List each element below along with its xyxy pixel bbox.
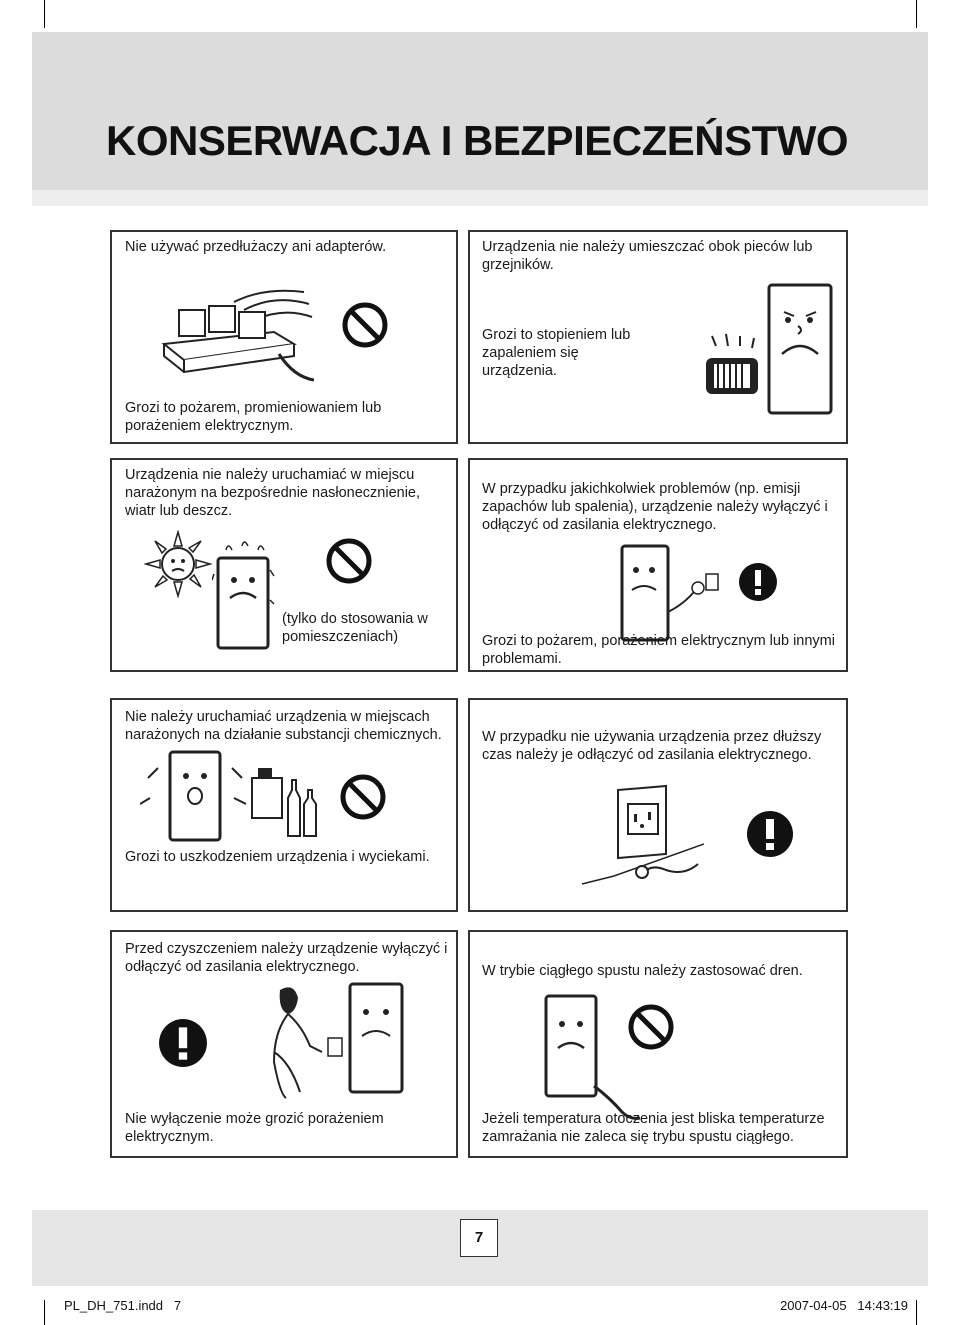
distressed-dehumidifier-illustration <box>140 750 247 842</box>
panel-risk-text: Grozi to pożarem, promieniowaniem lub po… <box>125 400 382 434</box>
crop-mark-top-right <box>916 0 917 28</box>
dehumidifier-face-illustration <box>767 283 833 415</box>
panel-long-unused: W przypadku nie używania urządzenia prze… <box>468 698 848 912</box>
panel-risk-text: Nie wyłączenie może grozić porażeniem el… <box>125 1111 384 1145</box>
sun-illustration <box>144 530 212 598</box>
panel-risk-text: Grozi to stopieniem lub zapaleniem się u… <box>482 327 631 379</box>
panel-continuous-drain: W trybie ciągłego spustu należy zastosow… <box>468 930 848 1158</box>
crop-mark-bottom-left <box>44 1300 45 1325</box>
panel-warning-text: Nie należy uruchamiać urządzenia w miejs… <box>125 709 442 743</box>
heater-illustration <box>706 333 758 394</box>
sweating-dehumidifier-illustration <box>212 541 275 650</box>
warning-icon <box>739 563 777 601</box>
power-strip-illustration <box>161 289 314 382</box>
panel-warning-text: Urządzenia nie należy uruchamiać w miejs… <box>125 467 421 519</box>
file-slug: PL_DH_751.indd 7 <box>64 1298 182 1313</box>
prohibition-icon <box>628 1004 674 1050</box>
panel-warning-text: Przed czyszczeniem należy urządzenie wył… <box>125 941 448 975</box>
panel-warning-text: Nie używać przedłużaczy ani adapterów. <box>125 239 387 255</box>
panel-warning-text: W przypadku jakichkolwiek problemów (np.… <box>482 481 828 533</box>
wall-outlet-illustration <box>581 784 704 885</box>
header-band <box>32 32 928 192</box>
header-band-shadow <box>32 190 928 206</box>
warning-icon <box>747 811 793 857</box>
datetime-slug: 2007-04-05 14:43:19 <box>780 1298 908 1313</box>
drain-hose-dehumidifier-illustration <box>544 994 641 1120</box>
indoor-use-note: (tylko do stosowania w pomieszczeniach) <box>282 611 428 645</box>
crop-mark-top-left <box>44 0 45 28</box>
panel-warning-text: Urządzenia nie należy umieszczać obok pi… <box>482 239 813 273</box>
panel-warning-text: W trybie ciągłego spustu należy zastosow… <box>482 963 803 979</box>
warning-icon <box>159 1019 207 1067</box>
panel-risk-text: Grozi to pożarem, porażeniem elektryczny… <box>482 633 835 667</box>
chemical-bottles-illustration <box>251 768 317 837</box>
prohibition-icon <box>342 302 388 348</box>
prohibition-icon <box>326 538 372 584</box>
panel-warning-text: W przypadku nie używania urządzenia prze… <box>482 729 822 763</box>
panel-risk-text: Grozi to uszkodzeniem urządzenia i wycie… <box>125 849 430 865</box>
panel-sunlight: Urządzenia nie należy uruchamiać w miejs… <box>110 458 458 672</box>
page-number: 7 <box>460 1219 498 1257</box>
crop-mark-bottom-right <box>916 1300 917 1325</box>
panel-chemicals: Nie należy uruchamiać urządzenia w miejs… <box>110 698 458 912</box>
panel-heaters: Urządzenia nie należy umieszczać obok pi… <box>468 230 848 444</box>
panel-risk-text: Jeżeli temperatura otoczenia jest bliska… <box>482 1111 825 1145</box>
panel-extension-cords: Nie używać przedłużaczy ani adapterów. G… <box>110 230 458 444</box>
prohibition-icon <box>340 774 386 820</box>
panel-cleaning: Przed czyszczeniem należy urządzenie wył… <box>110 930 458 1158</box>
unplug-dehumidifier-illustration <box>620 544 719 642</box>
page-title: KONSERWACJA I BEZPIECZEŃSTWO <box>106 117 849 164</box>
panel-problems: W przypadku jakichkolwiek problemów (np.… <box>468 458 848 672</box>
woman-unplugging-illustration <box>272 982 404 1099</box>
